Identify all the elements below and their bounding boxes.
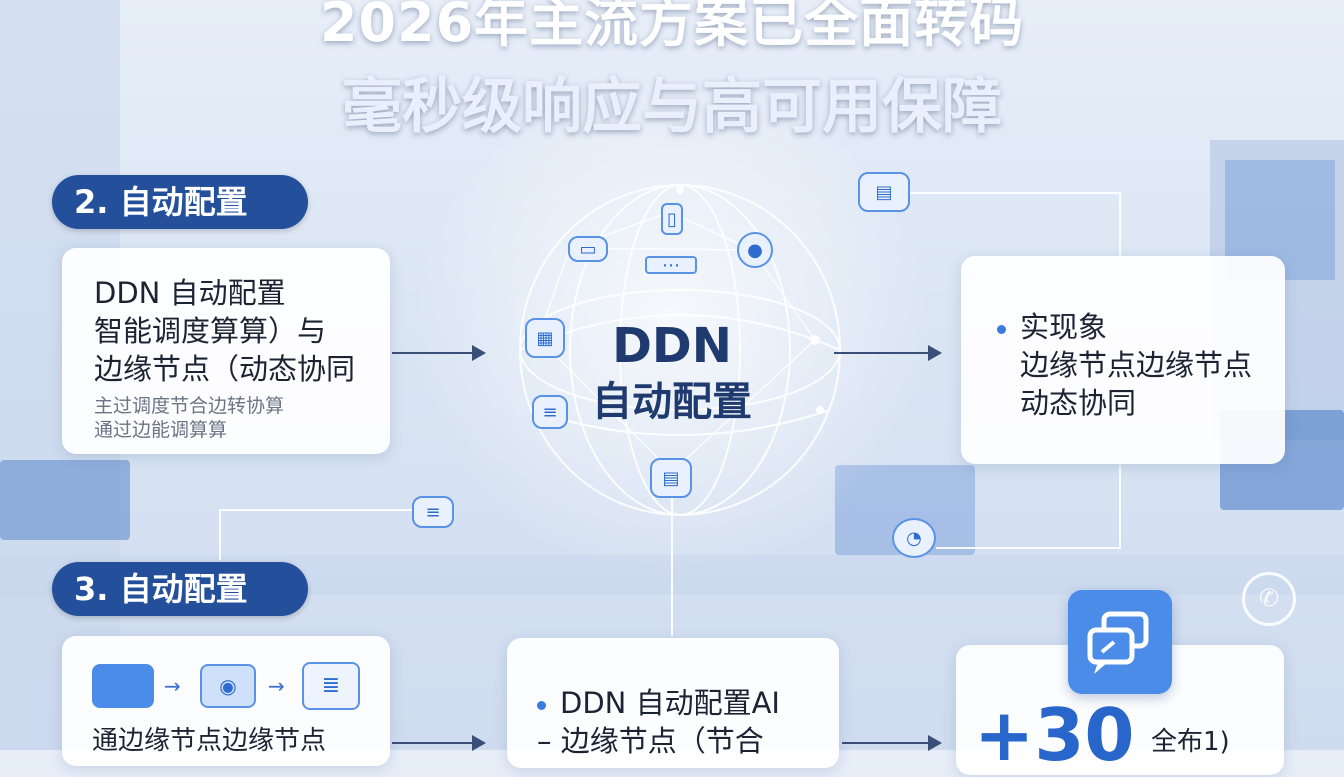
node-icon-lower-right: ◔ [892, 518, 936, 558]
section-2-line-3: 边缘节点（动态协同 [94, 352, 356, 386]
section-3-card: → ◉ → ≣ 通边缘节点边缘节点 [62, 636, 390, 766]
section-2-pill: 2. 自动配置 [52, 175, 308, 229]
flow-arrow-1: → [164, 674, 181, 698]
section-2-card: DDN 自动配置 智能调度算算）与 边缘节点（动态协同 主过调度节合边转协算 通… [62, 248, 390, 454]
headline-subtitle: 毫秒级响应与高可用保障 [342, 72, 1002, 142]
bottom-mid-line-2: – 边缘节点（节合 [537, 724, 764, 758]
flow-arrow-2: → [268, 674, 285, 698]
phone-icon: ✆ [1242, 572, 1296, 626]
stat-label: 全布1) [1151, 727, 1230, 757]
node-icon-bar: ⋯ [645, 255, 697, 276]
center-label-config: 自动配置 [592, 379, 752, 425]
bullet-dot [537, 700, 546, 710]
bullet-dot [997, 324, 1006, 334]
right-card-line-1: 实现象 [997, 308, 1285, 346]
arrow-section2-to-center [392, 345, 486, 361]
node-icon-top: ▯ [661, 203, 683, 235]
drop-icon: ◉ [219, 674, 237, 698]
node-icon-top-left: ▭ [568, 236, 608, 262]
node-icon-top-right: ▤ [858, 172, 910, 212]
node-icon-bottom: ▤ [650, 458, 692, 498]
section-2-sub-1: 主过调度节合边转协算 [94, 395, 285, 417]
arrow-section3-to-mid [392, 735, 486, 751]
node-icon-left: ▦ [525, 318, 565, 358]
node-icon-circle: ● [737, 232, 773, 268]
headline-title: 2026年主流方案已全面转码 [319, 0, 1025, 54]
section-2-line-2: 智能调度算算）与 [94, 314, 327, 348]
bottom-mid-line-1: DDN 自动配置AI [537, 684, 839, 722]
right-card-line-2: 边缘节点边缘节点 [1020, 348, 1253, 382]
flow-step-3: ≣ [302, 662, 360, 710]
node-icon-doc: ≡ [532, 395, 568, 429]
chat-bubbles-icon [1087, 611, 1149, 674]
section-2-line-1: DDN 自动配置 [94, 276, 286, 310]
list-icon: ≣ [321, 673, 341, 698]
flow-step-2: ◉ [200, 664, 256, 708]
flow-step-1 [92, 664, 154, 708]
arrow-mid-to-right [842, 735, 942, 751]
section-2-sub-2: 通过边能调算算 [94, 419, 228, 441]
right-card: 实现象 边缘节点边缘节点 动态协同 [961, 256, 1285, 464]
arrow-center-to-right [834, 345, 942, 361]
right-card-line-3: 动态协同 [1020, 386, 1137, 420]
connector-lines [0, 0, 1344, 750]
bottom-mid-card: DDN 自动配置AI – 边缘节点（节合 [507, 638, 839, 768]
section-3-text: 通边缘节点边缘节点 [92, 726, 327, 756]
stat-number: +30 [974, 693, 1135, 777]
chat-icon [1068, 590, 1172, 694]
node-icon-lower-left: ≡ [412, 496, 454, 528]
section-3-pill: 3. 自动配置 [52, 562, 308, 616]
center-label-ddn: DDN [612, 318, 732, 374]
